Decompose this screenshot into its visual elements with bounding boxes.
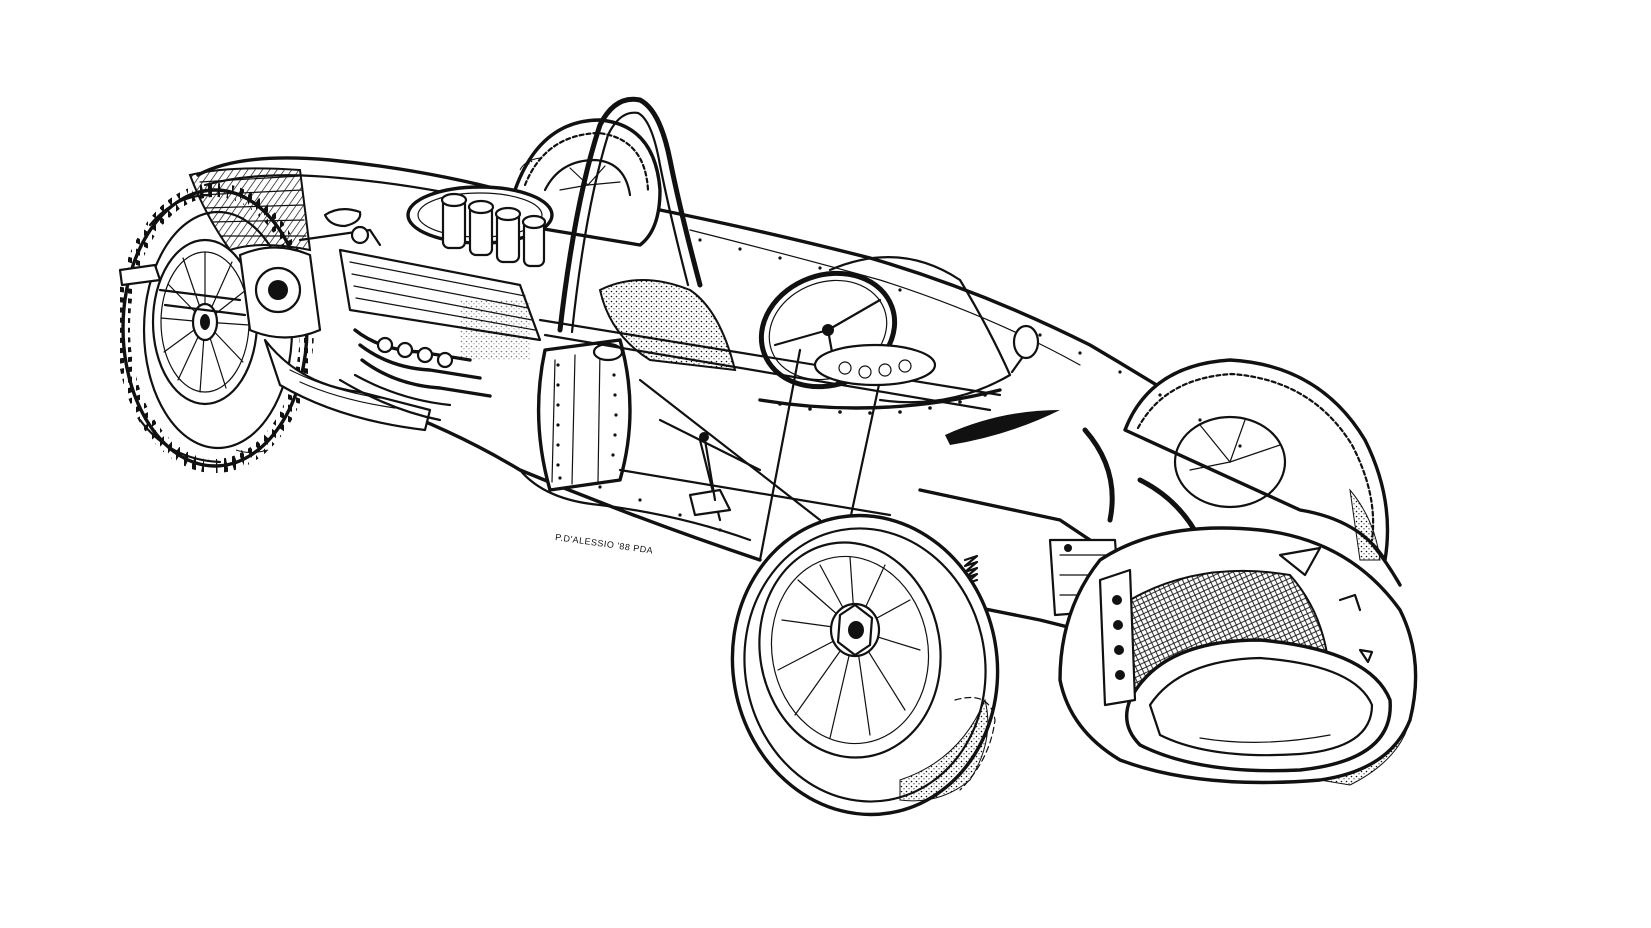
roll-hoop [557,96,703,334]
body-shell [118,156,1402,587]
knock-off-hub [829,602,881,658]
rear-view-mirror [1010,324,1040,374]
front-left-wheel [730,513,1000,817]
body-rivets [558,238,1242,532]
carburettor-trumpets [440,192,547,268]
nose-cone [1058,526,1418,786]
cockpit [536,256,1060,562]
spark-plugs [376,336,454,369]
dashboard-gauges [813,343,937,387]
engine-block [158,185,554,422]
front-right-wheel [1123,358,1390,562]
